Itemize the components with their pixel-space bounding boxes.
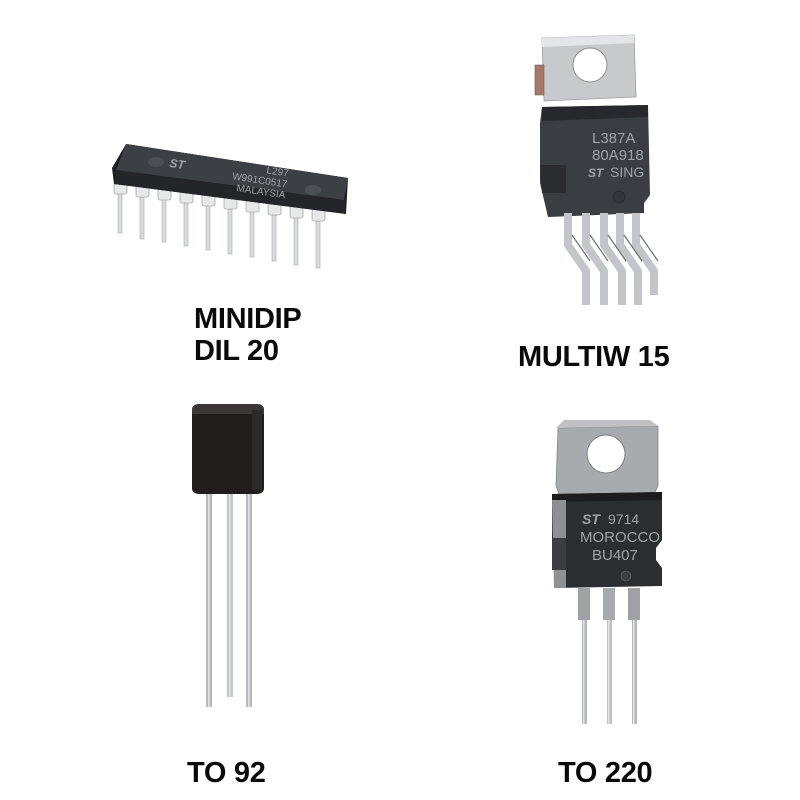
to92-transistor (186, 400, 270, 710)
to220-label: TO 220 (558, 757, 653, 789)
minidip-dil20-chip: ST L297 W991C0517 MALAYSIA (110, 138, 355, 273)
multiwatt-label: MULTIW 15 (518, 341, 670, 373)
to92-label-line1: TO 92 (187, 757, 266, 789)
st-logo: ST (169, 156, 188, 172)
to220-marking-1: 9714 (608, 511, 639, 527)
st-logo: ST (582, 511, 601, 527)
st-logo: ST (588, 166, 605, 180)
multiwatt-label-line1: MULTIW 15 (518, 341, 670, 373)
dip-marking-1: L297 (266, 165, 290, 179)
to92-leads (206, 492, 252, 707)
to220-label-line1: TO 220 (558, 757, 653, 789)
to220-package-illustration: ST 9714 MOROCCO BU407 (552, 420, 662, 724)
to92-label: TO 92 (187, 757, 266, 789)
multiwatt-package-illustration: L387A 80A918 ST SING (534, 34, 659, 305)
to220-marking-3: BU407 (592, 547, 638, 564)
multiwatt-marking-3: SING (610, 164, 644, 180)
minidip-label: MINIDIP DIL 20 (194, 303, 302, 367)
dip-package-illustration: ST L297 W991C0517 MALAYSIA (112, 144, 348, 269)
minidip-label-line2: DIL 20 (194, 335, 279, 367)
multiwatt-leads (564, 213, 658, 305)
to220-leads (578, 588, 640, 724)
to92-package-illustration (192, 404, 264, 707)
multiwatt-marking-2: 80A918 (592, 147, 644, 164)
multiwatt-marking-1: L387A (592, 130, 635, 147)
minidip-label-line1: MINIDIP (194, 303, 302, 335)
multiwatt15-chip: L387A 80A918 ST SING (530, 25, 670, 310)
to220-marking-2: MOROCCO (580, 529, 660, 546)
to220-transistor: ST 9714 MOROCCO BU407 (550, 420, 665, 725)
